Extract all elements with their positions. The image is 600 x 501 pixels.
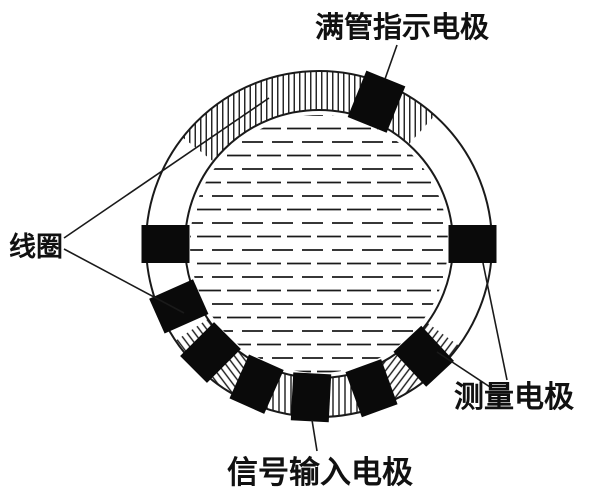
electrode-bottom-2 xyxy=(180,322,241,383)
leader-coil-upper xyxy=(63,97,270,239)
electrodes xyxy=(141,70,497,423)
electrode-measuring-left xyxy=(141,225,190,263)
label-coil: 线圈 xyxy=(9,232,63,262)
label-measuring-electrode: 测量电极 xyxy=(454,381,574,414)
electrode-bottom-1 xyxy=(149,279,209,334)
label-full-pipe-indicator-electrode: 满管指示电极 xyxy=(315,10,489,44)
electrode-bottom-3 xyxy=(229,354,284,414)
electrode-measuring-right xyxy=(448,225,497,263)
leader-coil-lower xyxy=(63,248,185,314)
leader-measuring-1 xyxy=(482,262,508,381)
leader-full-pipe-electrode xyxy=(384,44,398,80)
leader-measuring-2 xyxy=(436,351,491,388)
leader-signal-input xyxy=(311,419,318,452)
electrode-bottom-5 xyxy=(345,359,398,418)
leader-lines xyxy=(63,44,508,452)
label-signal-input-electrode: 信号输入电极 xyxy=(227,455,413,490)
electrode-full-pipe-indicator xyxy=(347,70,406,133)
liquid-dashed-fill xyxy=(190,115,448,373)
electrode-signal-input xyxy=(290,372,332,423)
electrode-bottom-6 xyxy=(393,325,454,387)
